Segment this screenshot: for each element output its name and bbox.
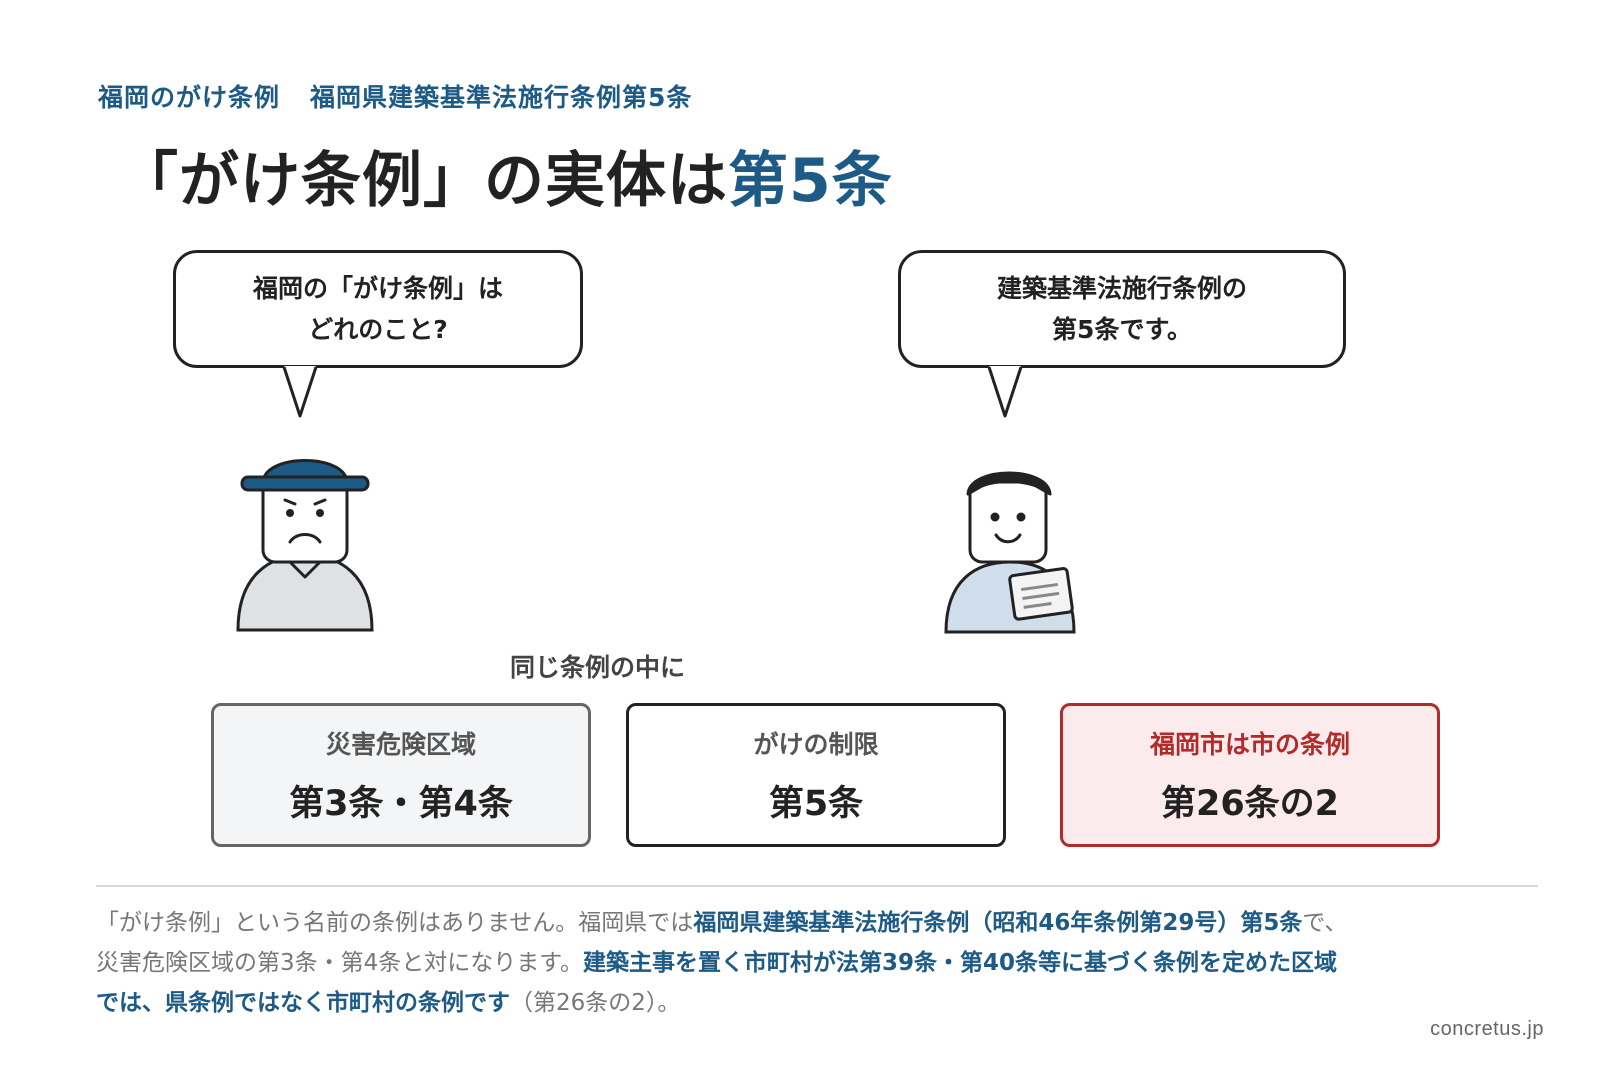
document-icon [1008,567,1074,621]
card-fukuoka-city: 福岡市は市の条例 第26条の2 [1060,703,1440,847]
page-title: 「がけ条例」の実体は第5条 [118,132,893,219]
site-credit: concretus.jp [1430,1018,1544,1040]
note-emphasis-2: 建築主事を置く市町村が法第39条・第40条等に基づく条例を定めた区域では、県条例… [96,950,1337,1016]
card-cliff-restriction-label: がけの制限 [753,729,879,759]
smiling-person-illustration [944,471,1076,634]
explanatory-note: 「がけ条例」という名前の条例はありません。福岡県では福岡県建築基準法施行条例（昭… [96,903,1356,1023]
bubble-question-line2: どれのこと? [308,315,448,344]
speech-bubble-answer: 建築基準法施行条例の 第5条です。 [898,250,1346,368]
card-cliff-restriction: がけの制限 第5条 [626,703,1006,847]
card-disaster-zone-value: 第3条・第4条 [289,783,513,824]
note-text-1: 「がけ条例」という名前の条例はありません。福岡県では [96,910,694,936]
card-cliff-restriction-value: 第5条 [768,783,864,824]
worried-person-illustration [236,459,374,632]
divider [96,885,1538,887]
speech-bubble-tail-right [987,366,1023,418]
speech-bubble-tail-left [282,366,318,418]
speech-bubble-question: 福岡の「がけ条例」は どれのこと? [173,250,583,368]
card-fukuoka-city-label: 福岡市は市の条例 [1149,729,1350,759]
card-fukuoka-city-value: 第26条の2 [1160,783,1340,824]
eyebrow: 福岡のがけ条例福岡県建築基準法施行条例第5条 [98,78,692,114]
note-text-2: で、災害危険区域の第3条・第4条と対になります。 [96,910,1348,976]
page-title-accent: 第5条 [728,146,893,216]
bubble-answer-line2: 第5条です。 [1052,315,1192,344]
note-text-3: （第26条の2）。 [510,990,681,1016]
eyebrow-law: 福岡県建築基準法施行条例第5条 [310,83,693,112]
card-disaster-zone: 災害危険区域 第3条・第4条 [211,703,591,847]
bubble-question-line1: 福岡の「がけ条例」は [252,274,503,303]
card-disaster-zone-label: 災害危険区域 [325,729,476,759]
note-emphasis-1: 福岡県建築基準法施行条例（昭和46年条例第29号）第5条 [693,910,1303,936]
eyebrow-topic: 福岡のがけ条例 [98,83,281,112]
page-title-main: 「がけ条例」の実体は [118,146,728,216]
bubble-answer-line1: 建築基準法施行条例の [996,274,1247,303]
same-ordinance-label: 同じ条例の中に [510,653,686,682]
